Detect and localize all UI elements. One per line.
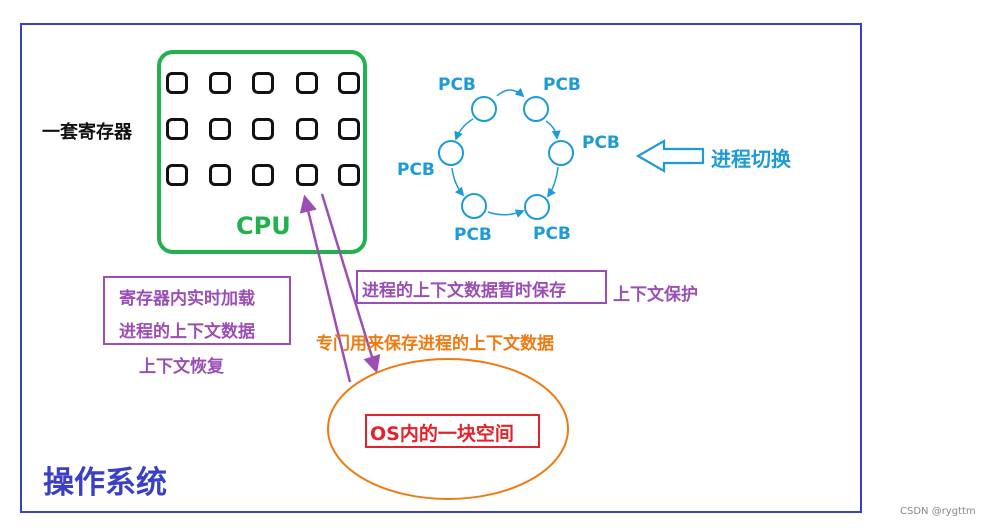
pcb-node (471, 96, 497, 122)
pcb-arrow (451, 167, 465, 197)
register-cell (209, 164, 231, 186)
context-protect-label: 上下文保护 (613, 285, 698, 305)
register-cell (296, 164, 318, 186)
pcb-arrow (545, 120, 561, 140)
register-cell (166, 118, 188, 140)
register-cell (252, 164, 274, 186)
pcb-label: PCB (582, 133, 620, 153)
cpu-box (157, 50, 367, 254)
pcb-node (524, 194, 550, 220)
restore-box-line1: 寄存器内实时加载 (119, 289, 255, 309)
register-cell (209, 118, 231, 140)
save-box (356, 270, 607, 304)
restore-arrow (299, 194, 352, 383)
save-box-text: 进程的上下文数据暂时保存 (362, 281, 566, 301)
register-cell (296, 118, 318, 140)
pcb-node (523, 96, 549, 122)
register-cell (252, 72, 274, 94)
restore-box (103, 276, 291, 345)
register-cell (338, 118, 360, 140)
pcb-arrow (496, 87, 525, 98)
os-space-box (365, 414, 540, 448)
pcb-arrow (454, 118, 474, 141)
register-cell (252, 118, 274, 140)
register-cell (166, 72, 188, 94)
switch-arrow-icon (635, 139, 705, 173)
save-arrow (320, 193, 381, 374)
pcb-label: PCB (454, 225, 492, 245)
register-set-label: 一套寄存器 (42, 122, 132, 143)
pcb-label: PCB (397, 160, 435, 180)
os-space-label: OS内的一块空间 (370, 423, 514, 445)
watermark: CSDN @rygttm (900, 506, 976, 517)
pcb-label: PCB (438, 75, 476, 95)
process-switch-label: 进程切换 (711, 147, 791, 171)
pcb-node (548, 140, 574, 166)
register-cell (166, 164, 188, 186)
restore-box-line2: 进程的上下文数据 (119, 322, 255, 342)
pcb-arrow (546, 166, 559, 198)
cpu-label: CPU (236, 212, 291, 240)
pcb-node (461, 193, 487, 219)
register-cell (338, 164, 360, 186)
os-space-ellipse (327, 358, 569, 500)
register-cell (338, 72, 360, 94)
os-label: 操作系统 (43, 465, 167, 501)
pcb-label: PCB (543, 75, 581, 95)
pcb-label: PCB (533, 224, 571, 244)
context-restore-label: 上下文恢复 (139, 357, 224, 377)
pcb-arrow (487, 209, 525, 218)
register-cell (296, 72, 318, 94)
dedicated-space-label: 专门用来保存进程的上下文数据 (316, 334, 554, 354)
pcb-node (438, 140, 464, 166)
os-frame (20, 23, 862, 513)
register-cell (209, 72, 231, 94)
